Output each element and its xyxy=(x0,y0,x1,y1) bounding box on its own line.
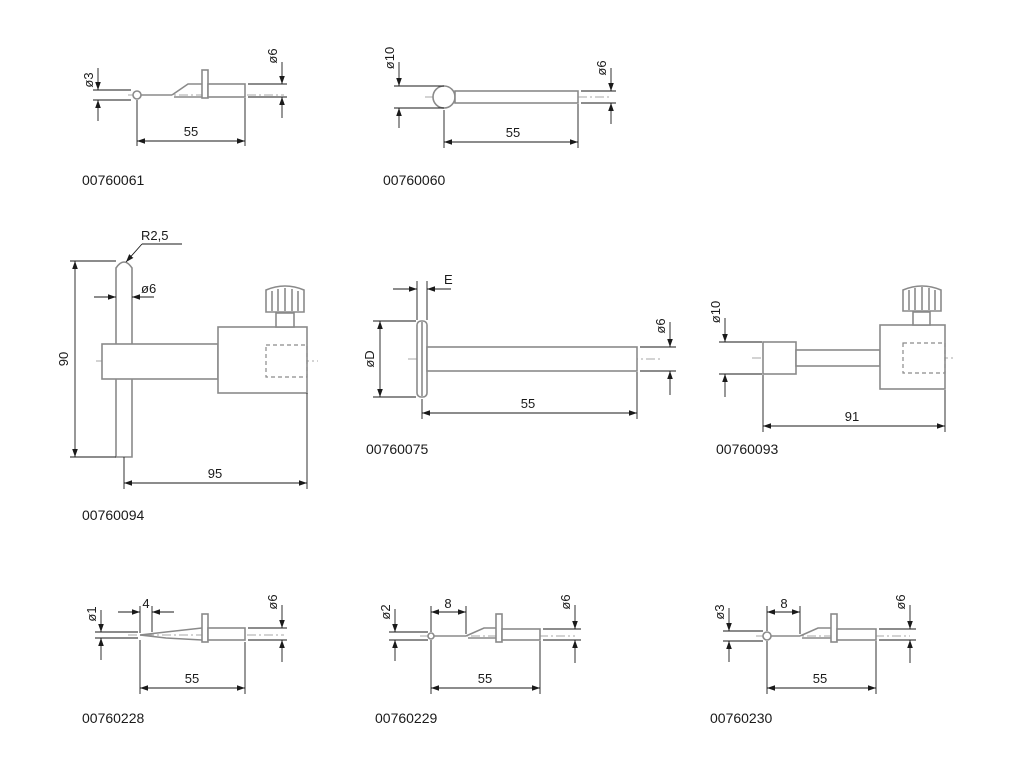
length-label: 55 xyxy=(184,124,198,139)
tip-diameter-dimension: ø10 xyxy=(382,47,444,128)
probe-figure-00760228: 4 ø1 ø6 55 00760228 xyxy=(82,594,287,726)
radius-dimension: R2,5 xyxy=(125,228,182,263)
part-number: 00760229 xyxy=(375,710,438,726)
radius-label: R2,5 xyxy=(141,228,168,243)
length-label: 55 xyxy=(521,396,535,411)
shank-diameter-dimension: ø6 xyxy=(248,594,287,662)
length-label: 55 xyxy=(813,671,827,686)
disc-diameter-dimension: øD xyxy=(362,320,416,398)
probe-drawing xyxy=(756,613,910,643)
length-dimension: 55 xyxy=(421,372,638,419)
length-label: 55 xyxy=(478,671,492,686)
shank-diameter-label: ø6 xyxy=(141,281,156,296)
tip-diameter-label: ø3 xyxy=(712,604,727,619)
shank-diameter-label: ø6 xyxy=(893,594,908,609)
disc-thickness-label: E xyxy=(444,272,453,287)
part-number: 00760228 xyxy=(82,710,145,726)
disc-diameter-label: øD xyxy=(362,350,377,367)
length-label: 91 xyxy=(845,409,859,424)
part-number: 00760094 xyxy=(82,507,145,523)
part-number: 00760060 xyxy=(383,172,446,188)
tip-diameter-dimension: ø1 xyxy=(84,606,138,660)
tip-length-label: 8 xyxy=(444,596,451,611)
length-dimension: 55 xyxy=(443,104,579,148)
tip-diameter-label: ø2 xyxy=(378,604,393,619)
length-dimension: 55 xyxy=(139,640,246,694)
probe-drawing xyxy=(752,285,955,390)
tip-diameter-label: ø10 xyxy=(708,301,723,323)
part-number: 00760230 xyxy=(710,710,773,726)
probe-drawing xyxy=(128,69,284,100)
shank-diameter-label: ø6 xyxy=(265,48,280,63)
part-number: 00760093 xyxy=(716,441,779,457)
shank-diameter-dimension: ø6 xyxy=(94,281,156,300)
length-dimension: 55 xyxy=(136,98,246,146)
probe-drawing xyxy=(420,613,575,643)
length-dimension: 95 xyxy=(123,393,308,489)
length-dimension: 55 xyxy=(766,641,877,694)
probe-figure-00760061: ø3 ø6 55 00760061 xyxy=(81,48,287,188)
tip-length-dimension: 8 xyxy=(766,596,801,634)
shank-diameter-dimension: ø6 xyxy=(543,594,581,663)
shank-diameter-dimension: ø6 xyxy=(879,594,916,663)
tip-diameter-dimension: ø2 xyxy=(378,604,428,661)
disc-thickness-dimension: E xyxy=(393,272,453,320)
tip-length-dimension: 4 xyxy=(118,596,174,633)
shank-diameter-dimension: ø6 xyxy=(581,60,616,124)
length-label: 55 xyxy=(506,125,520,140)
tip-diameter-dimension: ø3 xyxy=(712,604,763,662)
length-label: 55 xyxy=(185,671,199,686)
probe-figure-00760230: 8 ø3 ø6 55 00760230 xyxy=(710,594,916,726)
part-number: 00760061 xyxy=(82,172,145,188)
length-label: 95 xyxy=(208,466,222,481)
probe-figure-00760094: R2,5 ø6 90 95 00760094 xyxy=(56,228,318,523)
height-dimension: 90 xyxy=(56,260,116,458)
length-dimension: 55 xyxy=(430,640,541,694)
probe-drawing xyxy=(425,85,610,109)
tip-diameter-label: ø3 xyxy=(81,72,96,87)
tip-length-label: 4 xyxy=(142,596,149,611)
probe-drawing xyxy=(408,320,660,398)
shank-diameter-dimension: ø6 xyxy=(248,48,287,118)
tip-diameter-label: ø1 xyxy=(84,606,99,621)
height-label: 90 xyxy=(56,352,71,366)
probe-figure-00760060: ø10 ø6 55 00760060 xyxy=(382,47,616,188)
length-dimension: 91 xyxy=(762,375,946,432)
tip-length-label: 8 xyxy=(780,596,787,611)
tip-diameter-dimension: ø3 xyxy=(81,68,131,121)
shank-diameter-label: ø6 xyxy=(558,594,573,609)
shank-diameter-label: ø6 xyxy=(265,594,280,609)
probe-figure-00760093: ø10 91 00760093 xyxy=(708,285,955,457)
shank-diameter-dimension: ø6 xyxy=(640,318,676,395)
shank-diameter-label: ø6 xyxy=(653,318,668,333)
part-number: 00760075 xyxy=(366,441,429,457)
tip-diameter-label: ø10 xyxy=(382,47,397,69)
tip-length-dimension: 8 xyxy=(430,596,467,634)
probe-drawing xyxy=(96,261,318,458)
probe-drawing xyxy=(128,613,284,643)
tip-diameter-dimension: ø10 xyxy=(708,301,762,397)
probe-figure-00760229: 8 ø2 ø6 55 00760229 xyxy=(375,594,581,726)
probe-figure-00760075: E øD ø6 55 00760075 xyxy=(362,272,676,457)
shank-diameter-label: ø6 xyxy=(594,60,609,75)
